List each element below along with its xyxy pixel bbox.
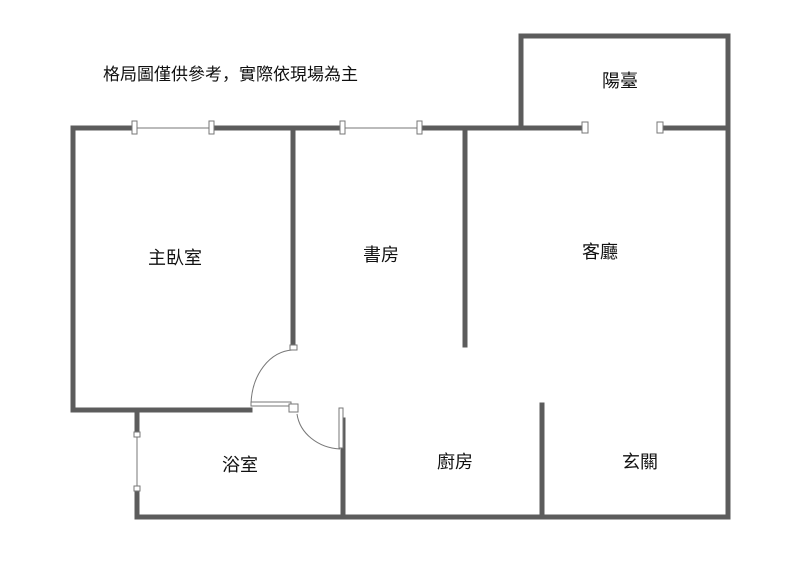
room-entrance: 玄關 [622, 452, 658, 473]
room-balcony: 陽臺 [602, 71, 638, 92]
room-bathroom: 浴室 [222, 455, 258, 476]
walls [70, 33, 731, 520]
room-labels: 陽臺 主臥室 書房 客廳 浴室 廚房 玄關 [148, 71, 658, 476]
room-kitchen: 廚房 [437, 451, 473, 473]
room-master-bedroom: 主臥室 [148, 248, 202, 269]
disclaimer-note: 格局圖僅供參考，實際依現場為主 [103, 65, 358, 85]
doors [250, 344, 344, 450]
windows [131, 120, 664, 492]
room-study: 書房 [363, 245, 399, 266]
room-living-room: 客廳 [582, 242, 618, 263]
